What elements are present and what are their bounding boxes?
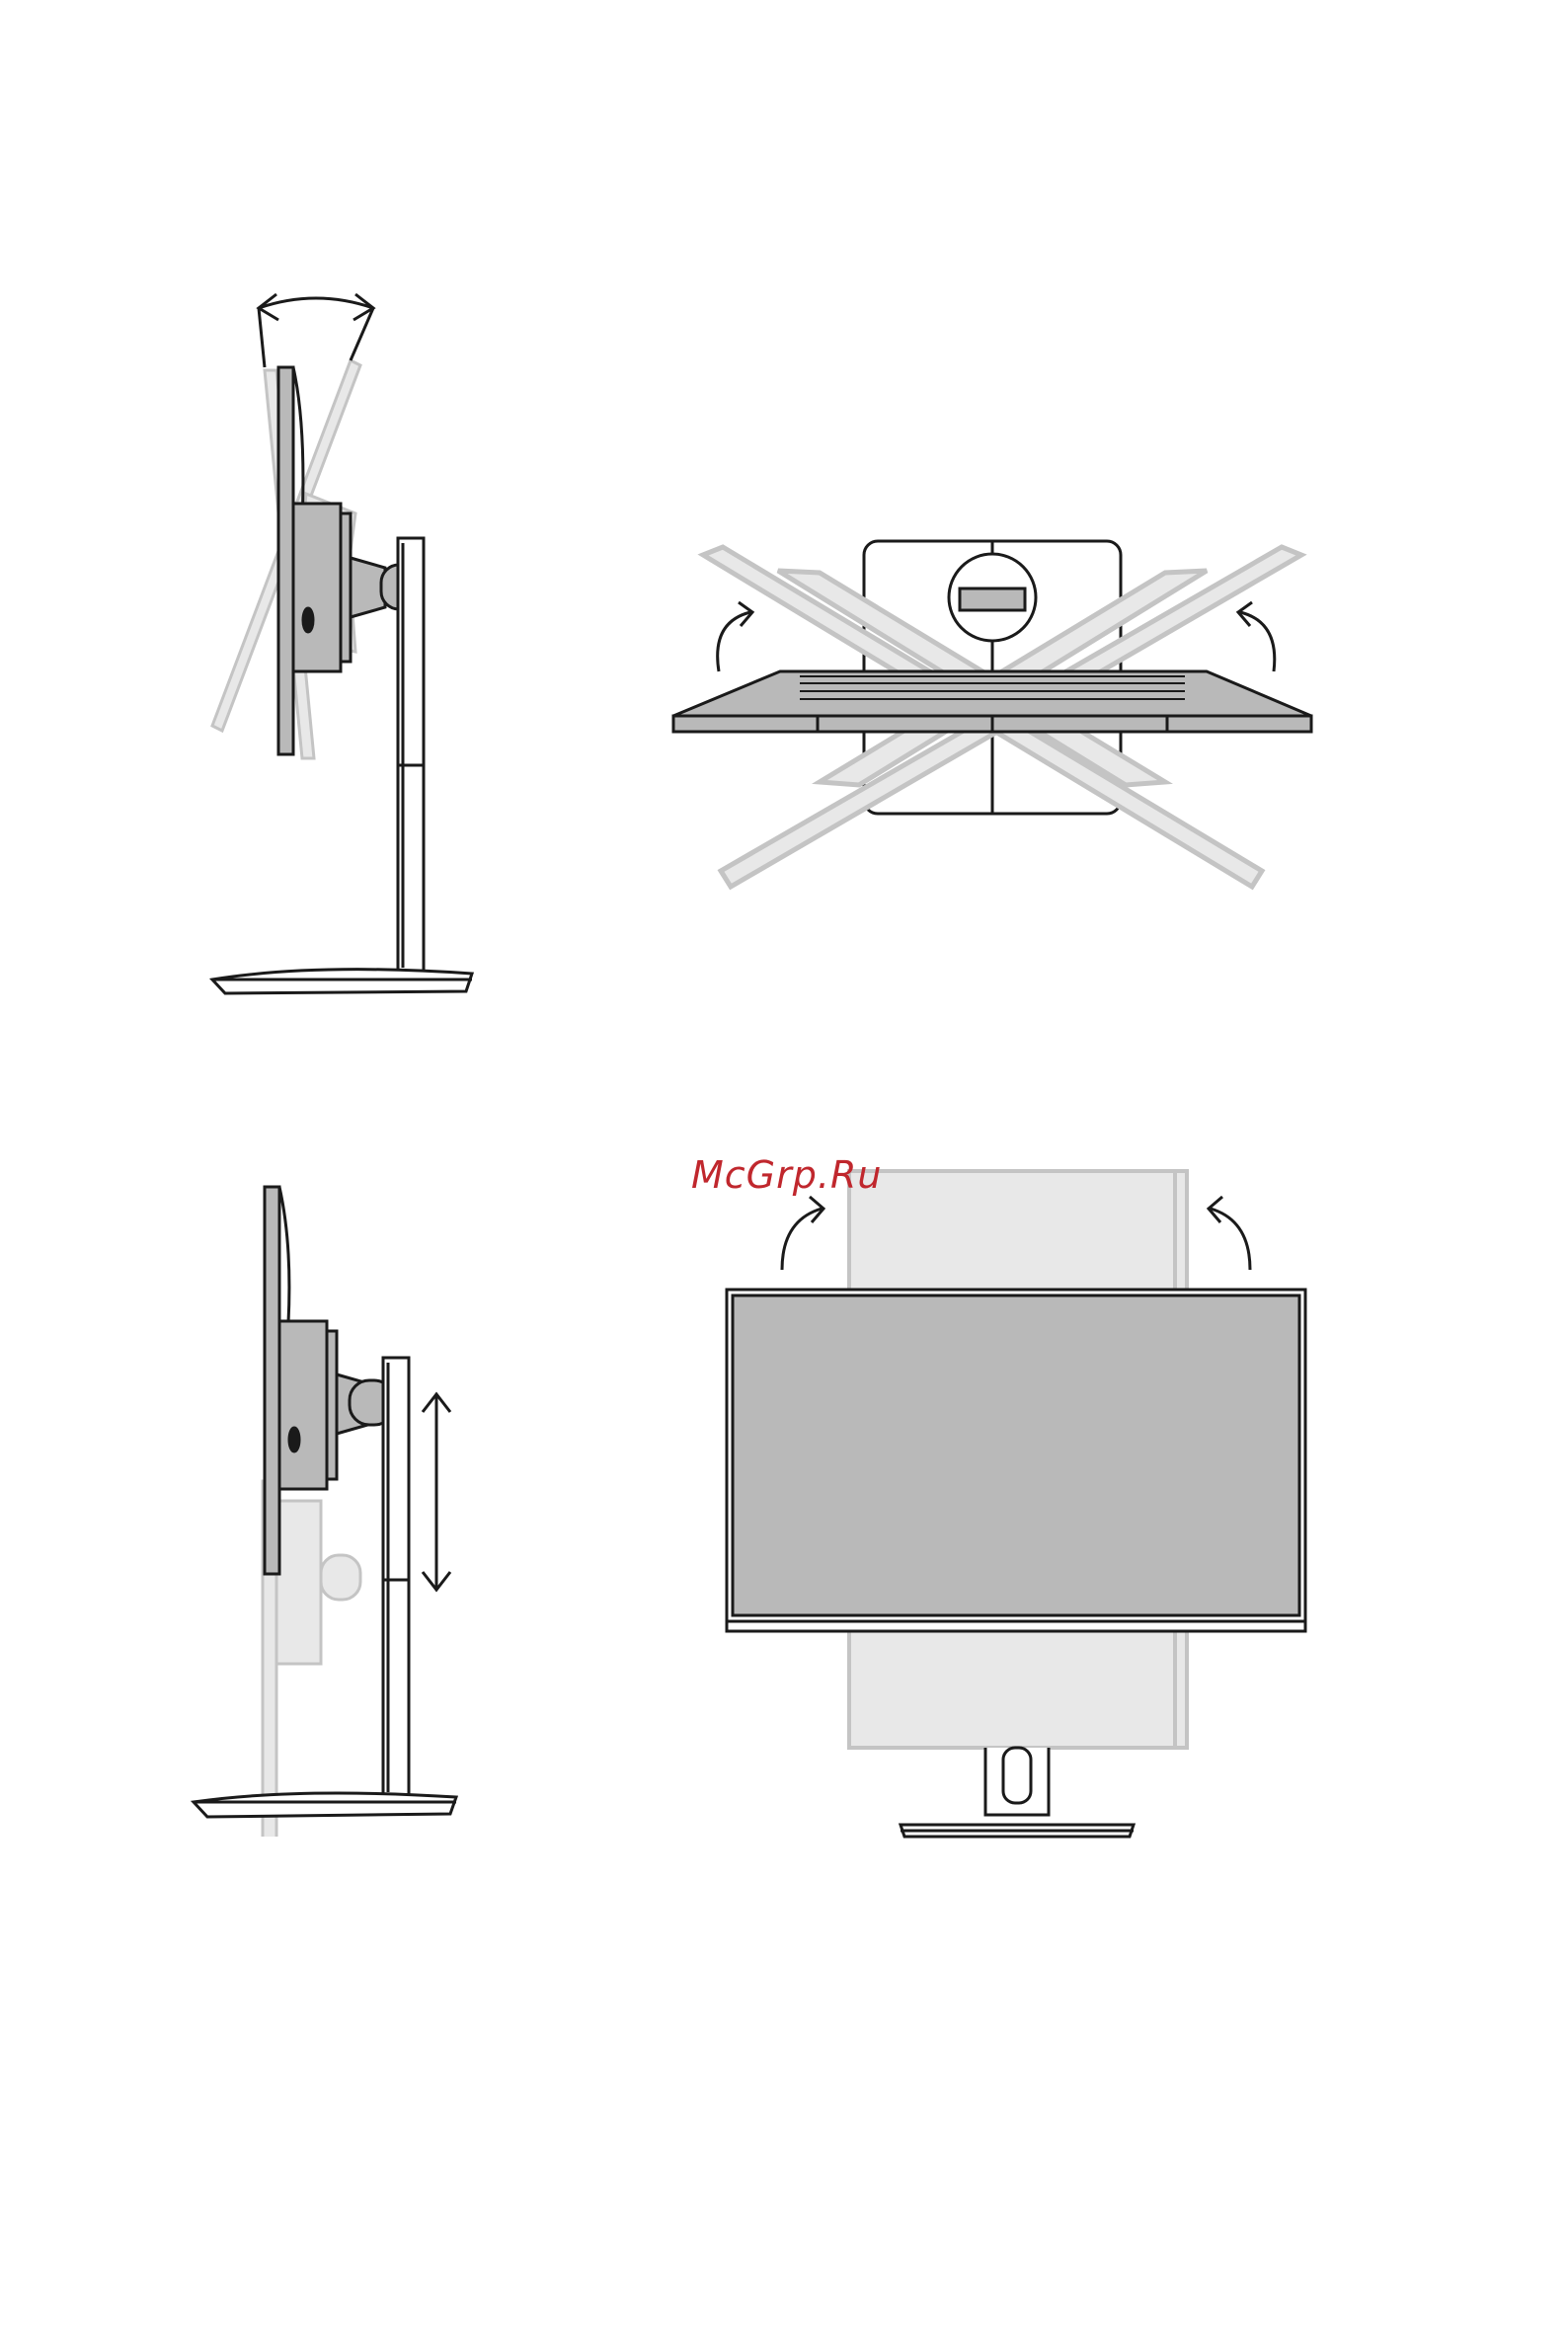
stand-column: [383, 1358, 409, 1797]
monitor-top-view: [673, 671, 1311, 732]
height-diagram: [178, 1165, 474, 1837]
stand-neck: [985, 1748, 1049, 1815]
stand-base: [194, 1793, 456, 1817]
monitor-front-view: [727, 1290, 1305, 1631]
tilt-illustration: [197, 276, 494, 1007]
height-illustration: [178, 1165, 474, 1837]
swivel-left-arrow-icon: [718, 602, 752, 671]
stand-base: [212, 970, 472, 993]
swivel-right-arrow-icon: [1238, 602, 1275, 671]
pivot-left-arrow-icon: [782, 1197, 823, 1270]
swivel-illustration: [652, 513, 1343, 908]
tilt-diagram: [197, 276, 494, 1007]
pivot-diagram: [691, 1155, 1343, 1846]
watermark-text: McGrp.Ru: [691, 1153, 882, 1197]
tilt-arrow-icon: [259, 294, 373, 367]
stand-base: [901, 1825, 1134, 1837]
swivel-diagram: [652, 513, 1343, 908]
pivot-right-arrow-icon: [1209, 1197, 1250, 1270]
height-arrow-icon: [423, 1394, 450, 1590]
pivot-illustration: [691, 1155, 1343, 1846]
stand-column: [398, 538, 424, 973]
